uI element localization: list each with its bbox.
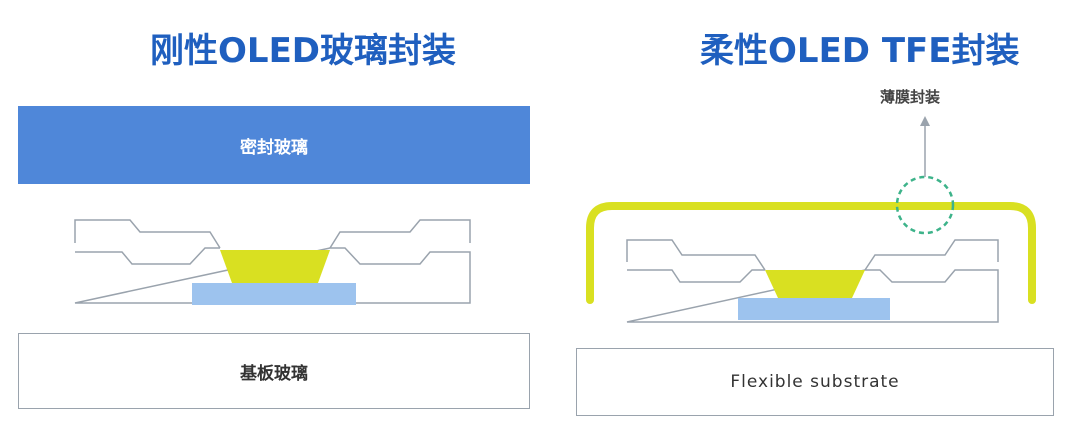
tfe-label: 薄膜封装	[880, 88, 941, 106]
rigid-top-layer-outline	[74, 219, 471, 249]
rigid-oled-emissive-layer	[220, 250, 330, 283]
flex-oled-emissive-layer	[765, 270, 865, 298]
arrow-up-icon	[920, 116, 930, 126]
rigid-tft-layer	[192, 283, 356, 305]
tfe-film	[586, 202, 1036, 304]
flexible-oled-title: 柔性OLED TFE封装	[700, 31, 1020, 71]
flexible-oled-stack	[586, 116, 1036, 323]
flexible-substrate: Flexible substrate	[576, 348, 1054, 416]
substrate-glass-label: 基板玻璃	[240, 363, 308, 384]
flex-top-layer-outline	[626, 239, 999, 271]
substrate-glass: 基板玻璃	[18, 333, 530, 409]
flexible-substrate-label: Flexible substrate	[730, 372, 900, 392]
flex-tft-layer	[738, 298, 890, 320]
rigid-oled-title: 刚性OLED玻璃封装	[150, 31, 457, 71]
flex-pixel-layer-outline	[626, 269, 999, 323]
tfe-highlight-circle	[895, 175, 955, 235]
encapsulation-glass-label: 密封玻璃	[240, 137, 308, 158]
encapsulation-glass: 密封玻璃	[18, 106, 530, 184]
rigid-oled-stack	[74, 219, 471, 305]
